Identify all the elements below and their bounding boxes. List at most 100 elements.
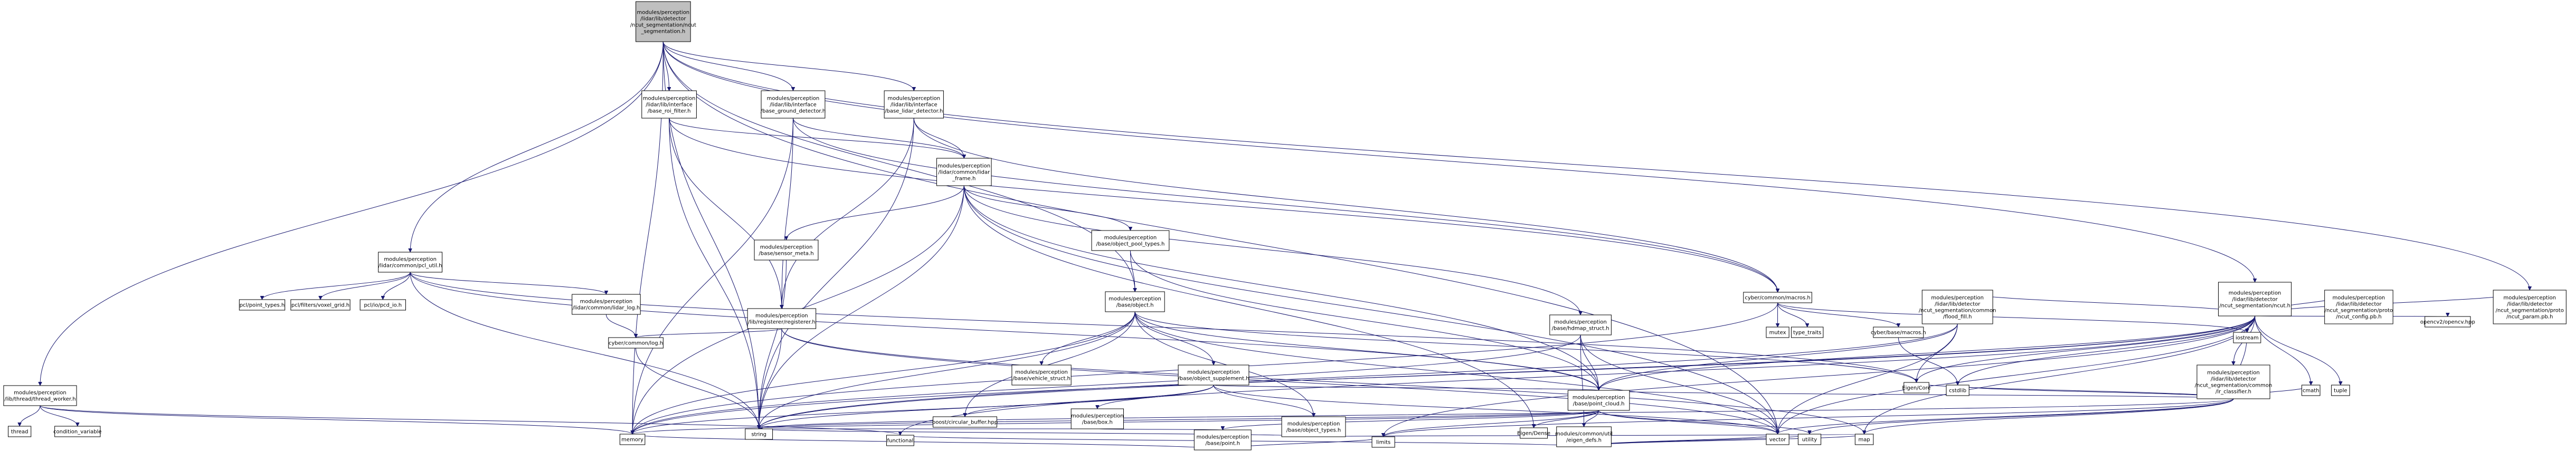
- node-label-line: memory: [621, 437, 643, 443]
- node-label-line: /base/object.h: [1116, 303, 1154, 309]
- node-box: [754, 239, 819, 261]
- node-thread-worker[interactable]: modules/perception/lib/thread/thread_wor…: [3, 385, 77, 406]
- node-label-line: /lidar/lib/detector: [2336, 302, 2382, 308]
- edge-root-to-base-lidar-det: [662, 41, 914, 91]
- node-box: [745, 428, 773, 440]
- node-registerer[interactable]: modules/perception/lib/registerer/regist…: [747, 308, 817, 329]
- node-base-ground[interactable]: modules/perception/lidar/lib/interface/b…: [761, 90, 826, 119]
- node-box: [1946, 385, 1969, 396]
- node-label-line: _segmentation.h: [641, 29, 686, 35]
- node-label-line: modules/perception: [2333, 295, 2385, 301]
- node-label-line: /ncut_segmentation/proto: [2496, 308, 2564, 314]
- node-eigen-core: Eigen/Core: [1902, 382, 1931, 394]
- node-label-line: /base/object_pool_types.h: [1096, 242, 1165, 247]
- node-label-line: string: [751, 432, 766, 438]
- node-label-line: modules/perception: [1554, 320, 1607, 325]
- node-label-line: /flood_fill.h: [1943, 314, 1972, 320]
- node-flood-fill[interactable]: modules/perception/lidar/lib/detector/nc…: [1919, 290, 1996, 324]
- node-box: [2196, 364, 2270, 399]
- node-object-h[interactable]: modules/perception/base/object.h: [1105, 291, 1165, 312]
- node-box: [2218, 282, 2292, 316]
- node-label-line: modules/common/util: [1555, 431, 1613, 437]
- node-label-line: /lib/thread/thread_worker.h: [4, 397, 75, 402]
- edge-object-h-to-vehicle-struct: [1041, 311, 1135, 365]
- edge-lidar-frame-to-hdmap-struct: [963, 185, 1580, 315]
- edge-ncut-h-to-eigen-core: [1916, 315, 2256, 382]
- node-label-line: /lib/registerer/registerer.h: [748, 320, 816, 325]
- node-label-line: cyber/base/macros.h: [1871, 330, 1926, 336]
- node-tuple: tuple: [2331, 385, 2350, 396]
- node-point-cloud[interactable]: modules/perception/base/point_cloud.h: [1567, 390, 1630, 411]
- node-memory: memory: [619, 434, 646, 445]
- node-label-line: cyber/common/log.h: [609, 341, 663, 347]
- node-base-roi[interactable]: modules/perception/lidar/lib/interface/b…: [641, 90, 697, 119]
- node-lidar-frame[interactable]: modules/perception/lidar/common/lidar_fr…: [936, 158, 992, 186]
- edge-lr-classifier-to-point-cloud: [1599, 390, 2234, 399]
- node-box-h[interactable]: modules/perception/base/box.h: [1071, 408, 1124, 429]
- edge-base-roi-to-lidar-frame: [669, 118, 964, 159]
- edge-object-h-to-memory: [632, 311, 1135, 434]
- edge-obj-types-to-string: [759, 429, 1314, 437]
- edge-base-lidar-det-to-string: [759, 118, 914, 429]
- node-label-line: pcl/filters/voxel_grid.h: [291, 303, 349, 309]
- node-label-line: /base_ground_detector.h: [761, 109, 826, 114]
- node-label-line: modules/perception: [760, 245, 813, 251]
- node-root[interactable]: modules/perception/lidar/lib/detector/nc…: [630, 1, 696, 42]
- node-opencv: opencv2/opencv.hpp: [2420, 316, 2475, 328]
- node-base-lidar-det[interactable]: modules/perception/lidar/lib/interface/b…: [884, 90, 944, 119]
- node-ncut-param: modules/perception/lidar/lib/detector/nc…: [2493, 290, 2566, 324]
- node-sensor-meta[interactable]: modules/perception/base/sensor_meta.h: [754, 239, 819, 261]
- node-hdmap-struct[interactable]: modules/perception/base/hdmap_struct.h: [1549, 314, 1612, 335]
- node-label-line: modules/perception: [937, 164, 990, 169]
- edge-pcl-util-to-pcl-voxel: [320, 272, 411, 300]
- node-ncut-h[interactable]: modules/perception/lidar/lib/detector/nc…: [2218, 282, 2292, 316]
- node-label-line: modules/perception: [1071, 414, 1124, 419]
- edge-thread-worker-to-memory: [40, 405, 632, 435]
- edge-hdmap-struct-to-memory: [632, 334, 1581, 434]
- edge-pcl-util-to-point-cloud: [410, 272, 1599, 390]
- node-label-line: modules/perception: [637, 10, 690, 16]
- node-lidar-log[interactable]: modules/perception/lidar/common/lidar_lo…: [572, 294, 641, 315]
- node-label-line: /lidar/lib/detector: [1935, 302, 1981, 308]
- node-obj-pool[interactable]: modules/perception/base/object_pool_type…: [1091, 230, 1170, 251]
- edge-root-to-base-ground: [662, 41, 793, 91]
- node-box: [8, 426, 32, 437]
- node-cond-var: condition_variable: [53, 426, 102, 437]
- node-label-line: modules/perception: [1931, 295, 1984, 301]
- node-label-line: modules/perception: [1109, 296, 1161, 302]
- node-vehicle-struct[interactable]: modules/perception/base/vehicle_struct.h: [1011, 364, 1072, 386]
- edge-base-roi-to-registerer: [669, 118, 782, 309]
- node-label-line: modules/perception: [767, 96, 820, 102]
- node-label-line: modules/perception: [1187, 370, 1240, 376]
- node-label-line: /ncut_segmentation/proto: [2325, 308, 2393, 314]
- node-box: [1791, 327, 1824, 338]
- edges-layer: [20, 41, 2530, 450]
- edge-lidar-frame-to-sensor-meta: [786, 185, 964, 240]
- node-label-line: /eigen_defs.h: [1566, 438, 1602, 444]
- node-obj-types[interactable]: modules/perception/base/object_types.h: [1281, 416, 1346, 437]
- node-cyber-log[interactable]: cyber/common/log.h: [608, 337, 664, 349]
- node-obj-supp[interactable]: modules/perception/base/object_supplemen…: [1178, 364, 1249, 386]
- node-cyber-base-macros[interactable]: cyber/base/macros.h: [1871, 327, 1926, 338]
- node-label-line: cstdlib: [1949, 388, 1966, 394]
- node-label-line: thread: [11, 429, 29, 435]
- node-point-h[interactable]: modules/perception/base/point.h: [1194, 429, 1252, 450]
- edge-point-cloud-to-eigen-defs: [1584, 410, 1599, 427]
- edge-ncut-h-to-functional: [900, 315, 2256, 435]
- node-label-line: boost/circular_buffer.hpp: [932, 420, 998, 426]
- node-functional: functional: [886, 435, 914, 446]
- edge-lidar-frame-to-vector: [963, 185, 1777, 434]
- node-eigen-defs[interactable]: modules/common/util/eigen_defs.h: [1555, 426, 1613, 447]
- node-label-line: modules/perception: [1104, 235, 1157, 241]
- edge-point-cloud-to-limits: [1384, 410, 1599, 437]
- node-label-line: modules/perception: [643, 96, 696, 102]
- edge-object-h-to-vector: [1134, 311, 1778, 434]
- node-label-line: modules/perception: [2207, 370, 2260, 376]
- edge-point-cloud-to-eigen-dense: [1534, 410, 1599, 428]
- node-box: [1071, 408, 1124, 429]
- edge-pcl-util-to-string: [410, 272, 759, 429]
- node-cyber-macros[interactable]: cyber/common/macros.h: [1743, 292, 1812, 303]
- node-lr-classifier[interactable]: modules/perception/lidar/lib/detector/nc…: [2195, 364, 2272, 399]
- node-label-line: /base/sensor_meta.h: [759, 251, 813, 257]
- node-pcl-util[interactable]: modules/perception/lidar/common/pcl_util…: [378, 252, 443, 273]
